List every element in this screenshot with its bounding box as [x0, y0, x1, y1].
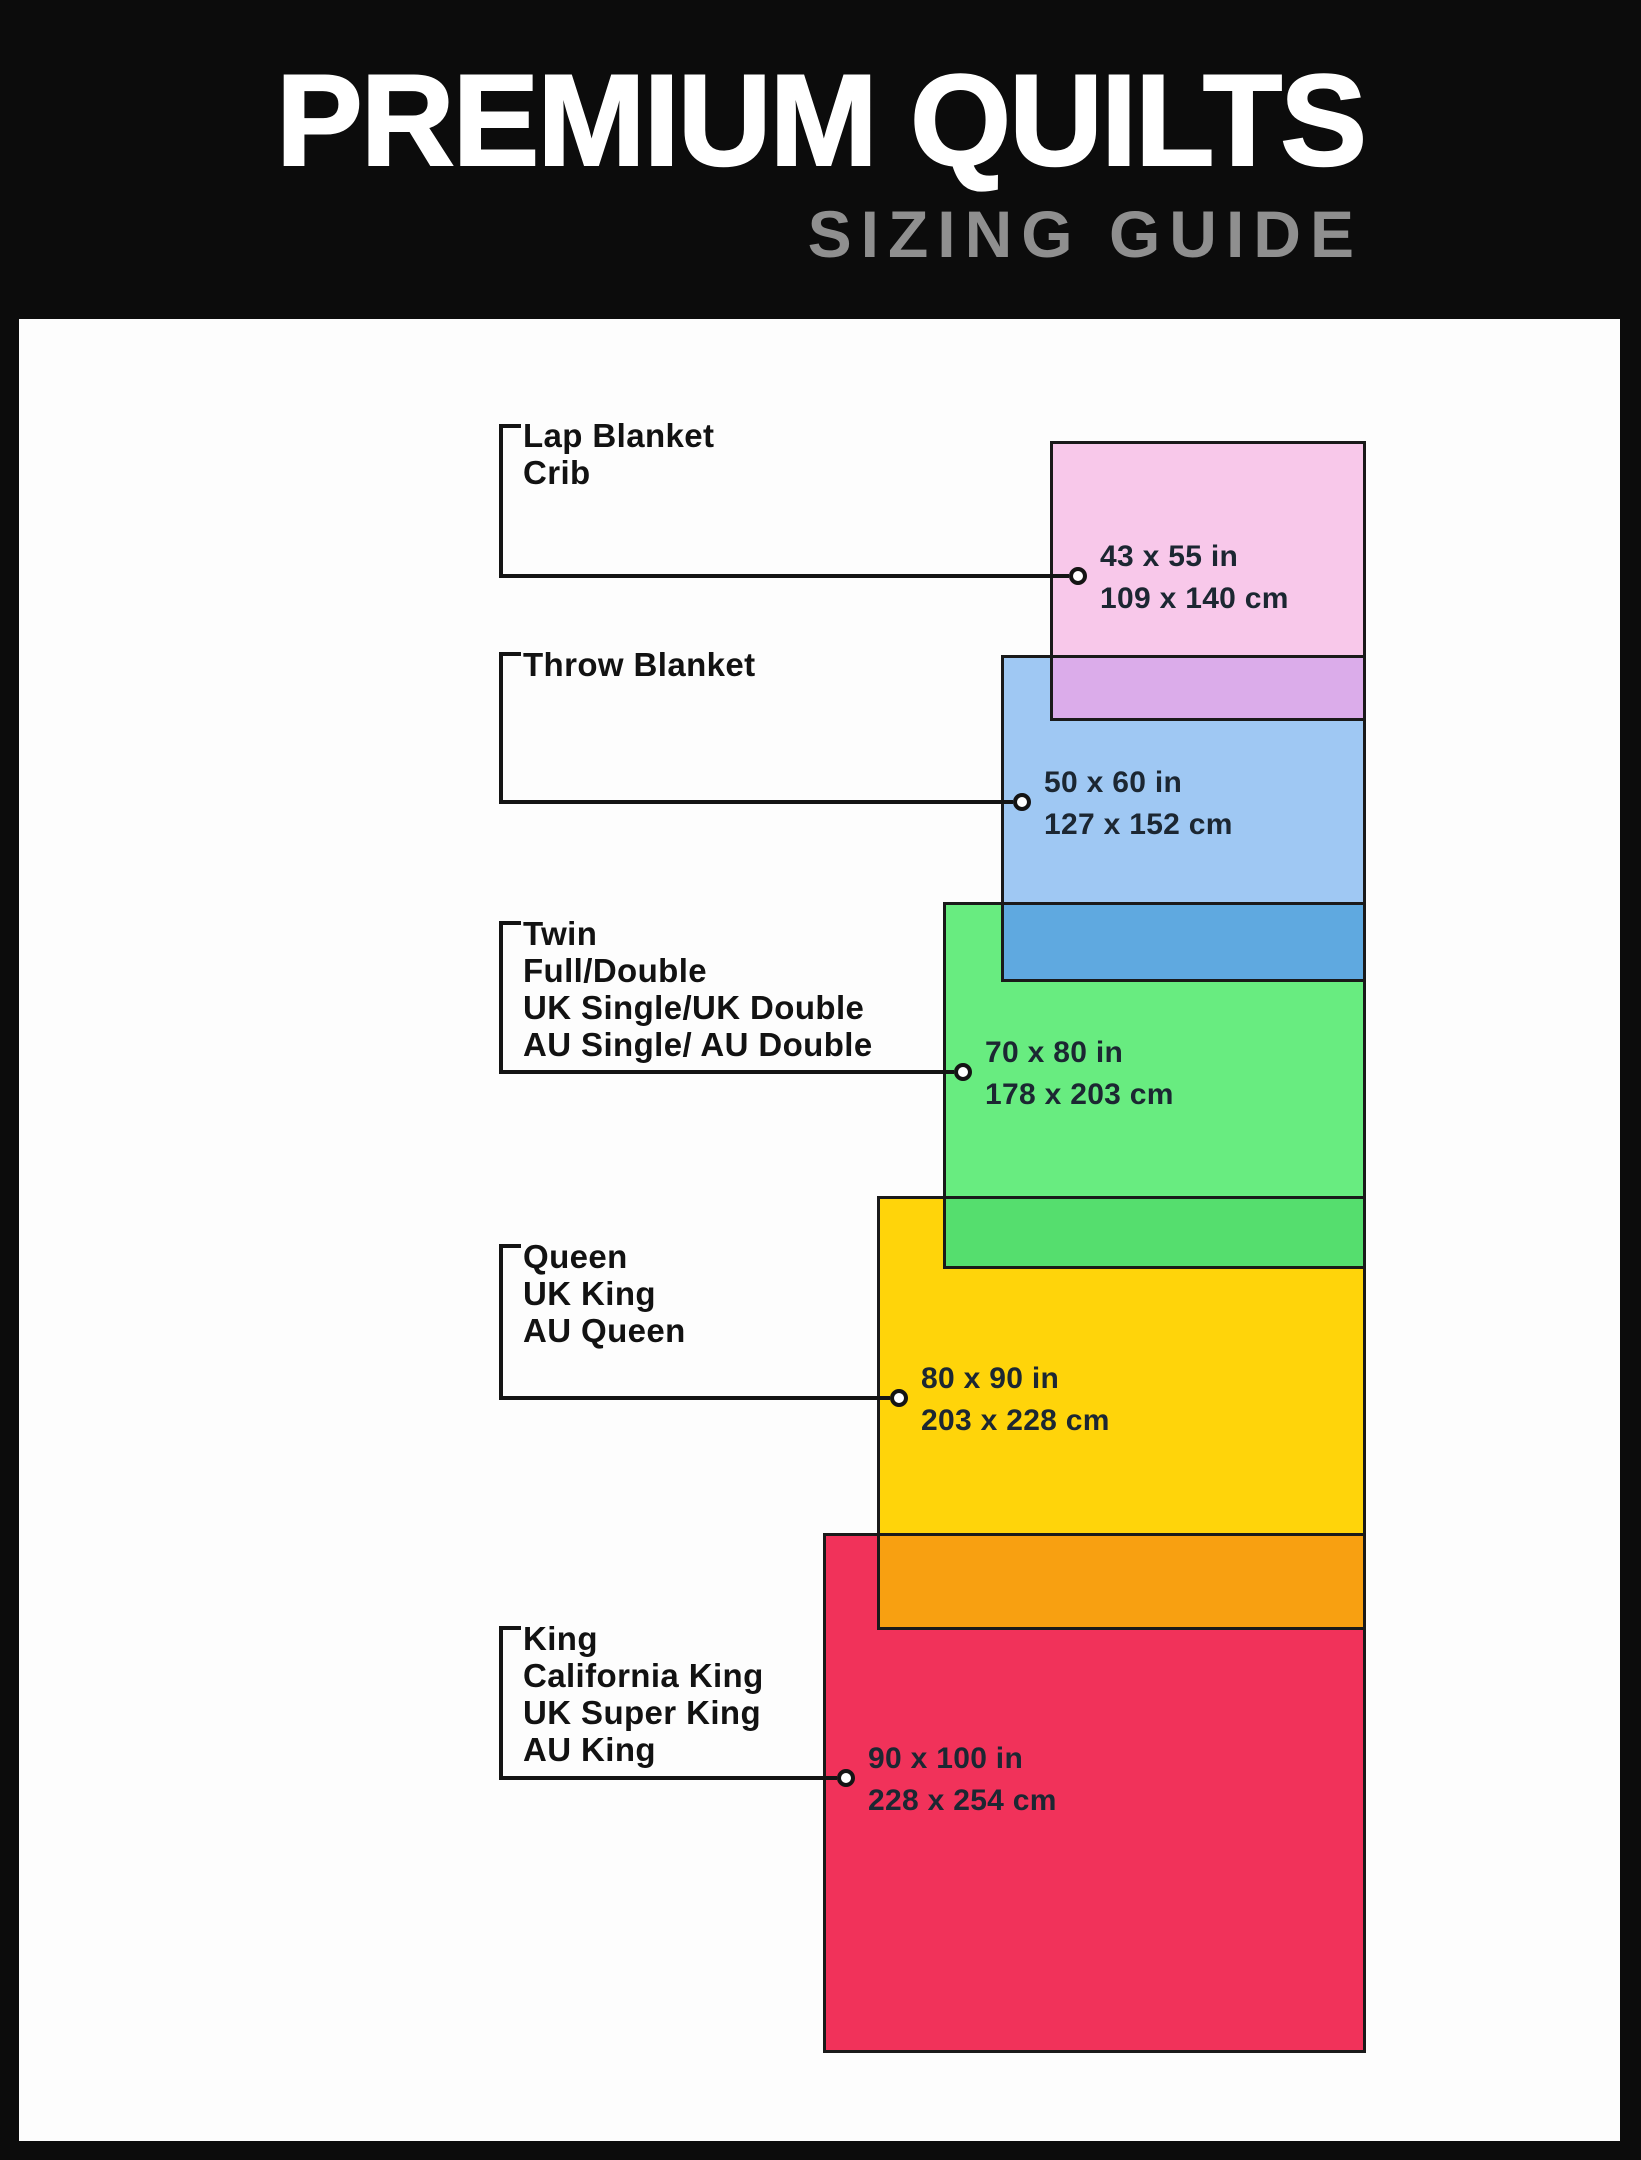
size-dimensions-king: 90 x 100 in 228 x 254 cm	[868, 1738, 1057, 1822]
marker-dot	[1013, 793, 1031, 811]
size-dimensions-queen: 80 x 90 in 203 x 228 cm	[921, 1358, 1110, 1442]
overlap-lap-throw	[1050, 655, 1366, 721]
size-rect-outline-lap-crib	[1050, 441, 1366, 721]
size-rect-outline-queen	[877, 1196, 1366, 1630]
dimension-inches: 80 x 90 in	[921, 1362, 1060, 1395]
marker-dot	[1069, 567, 1087, 585]
dimension-cm: 178 x 203 cm	[985, 1078, 1174, 1111]
dimension-inches: 90 x 100 in	[868, 1742, 1024, 1775]
connector-line	[499, 1776, 837, 1780]
connector-line	[499, 424, 503, 578]
page-subtitle: SIZING GUIDE	[807, 197, 1363, 272]
connector-tick	[499, 424, 521, 428]
size-dimensions-throw: 50 x 60 in 127 x 152 cm	[1044, 762, 1233, 846]
connector-tick	[499, 1244, 521, 1248]
connector-line	[499, 1070, 954, 1074]
size-label-lap-crib: Lap Blanket Crib	[523, 417, 715, 491]
marker-dot	[890, 1389, 908, 1407]
marker-dot	[954, 1063, 972, 1081]
connector-tick	[499, 921, 521, 925]
size-label-queen: Queen UK King AU Queen	[523, 1238, 686, 1349]
dimension-cm: 127 x 152 cm	[1044, 808, 1233, 841]
dimension-inches: 43 x 55 in	[1100, 540, 1239, 573]
page-title: PREMIUM QUILTS	[275, 46, 1368, 193]
diagram-panel	[19, 319, 1620, 2141]
header: PREMIUM QUILTS SIZING GUIDE	[0, 0, 1641, 319]
connector-line	[499, 921, 503, 1074]
size-dimensions-lap-crib: 43 x 55 in 109 x 140 cm	[1100, 536, 1289, 620]
marker-dot	[837, 1769, 855, 1787]
overlap-queen-king	[877, 1533, 1366, 1630]
connector-line	[499, 574, 1069, 578]
dimension-cm: 203 x 228 cm	[921, 1404, 1110, 1437]
dimension-inches: 70 x 80 in	[985, 1036, 1124, 1069]
size-label-throw: Throw Blanket	[523, 646, 756, 683]
size-label-king: King California King UK Super King AU Ki…	[523, 1620, 764, 1768]
overlap-throw-twin	[1001, 902, 1366, 982]
connector-line	[499, 1396, 890, 1400]
size-dimensions-twin-double: 70 x 80 in 178 x 203 cm	[985, 1032, 1174, 1116]
header-text-block: PREMIUM QUILTS SIZING GUIDE	[275, 46, 1368, 272]
connector-line	[499, 1626, 503, 1780]
connector-line	[499, 800, 1013, 804]
connector-line	[499, 1244, 503, 1400]
dimension-cm: 228 x 254 cm	[868, 1784, 1057, 1817]
dimension-cm: 109 x 140 cm	[1100, 582, 1289, 615]
dimension-inches: 50 x 60 in	[1044, 766, 1183, 799]
connector-tick	[499, 652, 521, 656]
size-rect-outline-king	[823, 1533, 1366, 2053]
connector-line	[499, 652, 503, 804]
size-label-twin-double: Twin Full/Double UK Single/UK Double AU …	[523, 915, 873, 1063]
size-rect-outline-twin-double	[943, 902, 1366, 1269]
size-rect-outline-throw	[1001, 655, 1366, 982]
overlap-twin-queen	[943, 1196, 1366, 1269]
connector-tick	[499, 1626, 521, 1630]
